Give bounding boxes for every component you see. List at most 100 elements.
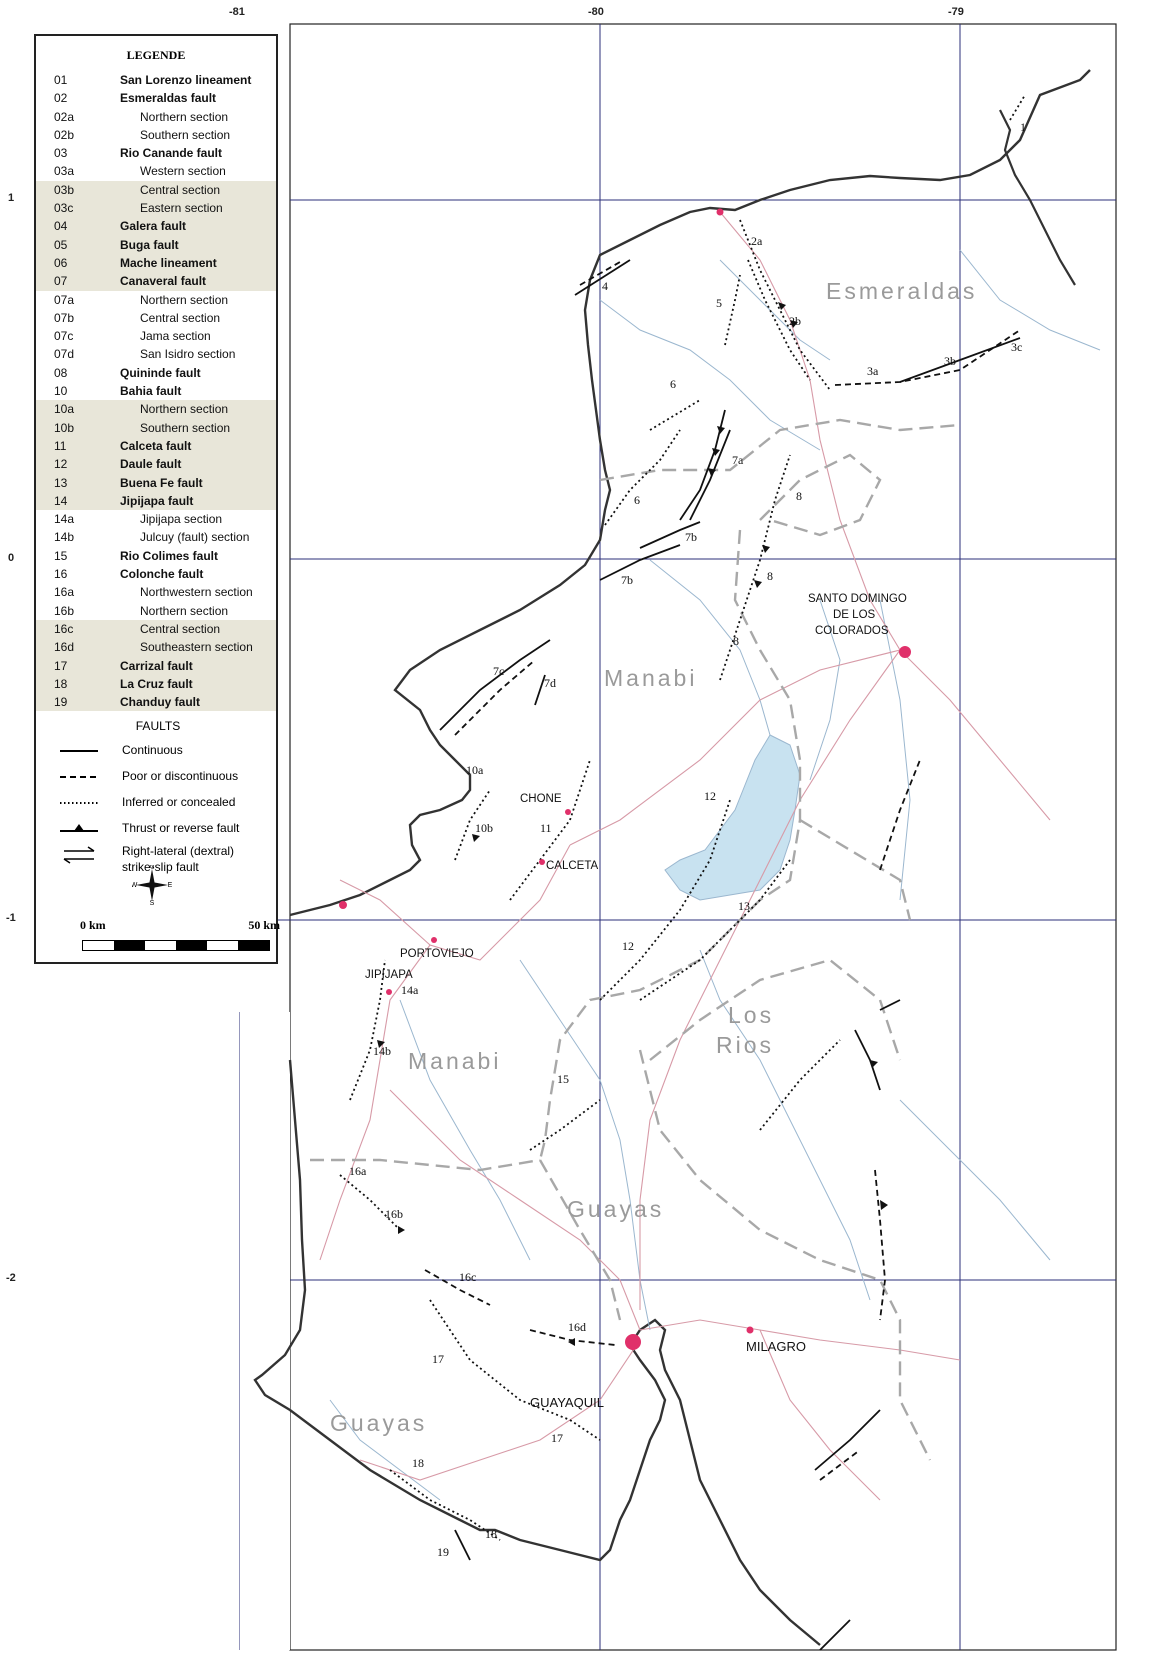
fault-label: 8	[733, 634, 739, 648]
strike-slip-symbol	[63, 846, 95, 865]
fault-type-label: Right-lateral (dextral)strike-slip fault	[122, 843, 234, 875]
legend-item-name: Central section	[140, 310, 221, 325]
legend-item-code: 07	[54, 274, 68, 289]
fault-label: 7b	[621, 573, 633, 587]
legend-item-code: 16a	[54, 585, 75, 600]
continuous-line-symbol	[60, 750, 98, 753]
jipijapa-marker	[386, 989, 392, 995]
fault-label: 7d	[544, 676, 556, 690]
legend-item-code: 08	[54, 365, 68, 380]
legend-item: 07 Canaveral fault	[36, 272, 276, 291]
fault-type-label: Poor or discontinuous	[122, 769, 239, 784]
legend-item-name: Northwestern section	[140, 585, 253, 600]
compass-w: W	[132, 882, 138, 889]
province-esmeraldas: Esmeraldas	[826, 278, 978, 304]
fault-label: 1	[1020, 120, 1026, 134]
legend-item-code: 10	[54, 384, 68, 399]
lon-label-80: -80	[588, 6, 604, 18]
legend-item-name: Western section	[140, 164, 226, 179]
lake	[664, 734, 801, 901]
legend-item: 14 Jipijapa fault	[36, 491, 276, 511]
legend-item: 04 Galera fault	[36, 217, 276, 236]
city-chone: CHONE	[520, 793, 562, 805]
legend-item-code: 07b	[54, 310, 75, 325]
legend-item-name: Northern section	[140, 402, 229, 417]
esmeraldas-estuary	[999, 109, 1076, 286]
compass-e: E	[168, 882, 172, 889]
legend-item-code: 13	[54, 475, 68, 490]
scale-bar-graphic	[82, 940, 270, 951]
legend-item: 16a Northwestern section	[36, 583, 276, 601]
province-guayas-west: Guayas	[330, 1410, 428, 1436]
legend-item-code: 02	[54, 91, 68, 106]
fault-label: 16c	[459, 1270, 477, 1284]
graticule	[239, 24, 1116, 1650]
legend-item-name: Colonche fault	[120, 567, 204, 582]
city-jipijapa: JIPIJAPA	[365, 969, 413, 981]
legend-item-name: Northern section	[140, 109, 229, 124]
province-borders	[310, 418, 961, 1461]
fault-label: 3a	[867, 364, 879, 378]
legend-item: 07b Central section	[36, 309, 276, 327]
fault-19	[454, 1529, 471, 1561]
fault-label: 2b	[789, 314, 801, 328]
fault-4	[574, 259, 631, 296]
legend-item-code: 07c	[54, 329, 74, 344]
thrust-teeth	[377, 302, 888, 1346]
fault-14	[349, 959, 386, 1101]
legend-item-code: 14	[54, 493, 68, 508]
roads	[319, 211, 1051, 1501]
legend-item-name: Galera fault	[120, 219, 187, 234]
legend-item-name: Canaveral fault	[120, 274, 207, 289]
calceta-marker	[539, 859, 545, 865]
legend-item-code: 19	[54, 695, 68, 710]
legend-item-name: Daule fault	[120, 457, 182, 472]
city-santo-domingo-3: COLORADOS	[815, 625, 889, 637]
legend-item-code: 15	[54, 548, 68, 563]
strike-slip-label-line2: strike-slip fault	[122, 860, 199, 875]
province-los-rios-2: Rios	[716, 1032, 775, 1058]
legend-item-code: 14a	[54, 512, 75, 527]
fault-label: 18	[485, 1527, 497, 1541]
legend-item-name: La Cruz fault	[120, 676, 193, 691]
legend-item-code: 12	[54, 457, 68, 472]
legend-item: 03a Western section	[36, 162, 276, 180]
fault-12	[599, 799, 731, 1001]
legend-item-code: 03c	[54, 201, 74, 216]
legend-item-code: 05	[54, 237, 68, 252]
fault-label: 8	[796, 489, 802, 503]
fault-label: 6	[670, 377, 676, 391]
compass-n: N	[149, 865, 154, 870]
fault-17	[429, 1299, 601, 1441]
fault-label: 13	[738, 899, 750, 913]
fault-3	[834, 329, 1021, 386]
legend-item-name: Jipijapa fault	[120, 493, 194, 508]
fault-label: 7c	[493, 664, 505, 678]
legend-item-name: Rio Canande fault	[120, 146, 223, 161]
legend-item-name: Central section	[140, 182, 221, 197]
faults-title: FAULTS	[135, 719, 181, 734]
fault-type-strike-slip: Right-lateral (dextral)strike-slip fault	[36, 841, 276, 881]
fault-label: 2a	[751, 234, 763, 248]
province-manabi-south: Manabi	[408, 1048, 502, 1074]
city-milagro: MILAGRO	[746, 1339, 806, 1354]
legend-item-code: 10b	[54, 420, 75, 435]
legend-item-code: 04	[54, 219, 68, 234]
legend-item-code: 03a	[54, 164, 75, 179]
legend-item-name: Southern section	[140, 127, 231, 142]
legend-item-name: Eastern section	[140, 201, 223, 216]
fault-label: 18	[412, 1456, 424, 1470]
chone-marker	[565, 809, 571, 815]
fault-15	[529, 1099, 601, 1151]
fault-type-inferred: Inferred or concealed	[36, 789, 276, 815]
